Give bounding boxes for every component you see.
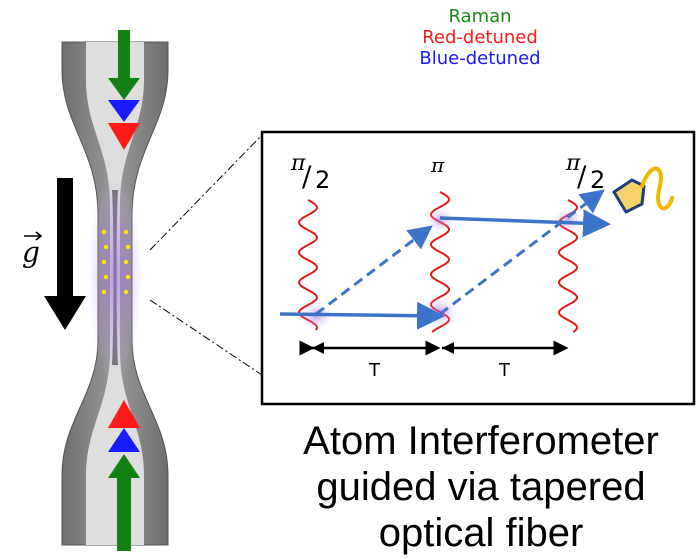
red-arrowhead-up <box>108 400 140 428</box>
pulse-label-last-numerator: π <box>565 151 581 176</box>
trajectory-upper-unkicked <box>439 209 611 238</box>
zoom-line-bottom <box>149 299 263 376</box>
raman-beam-top-shaft <box>118 30 130 80</box>
atom-dot <box>123 229 129 235</box>
evanescent-glow <box>87 172 143 382</box>
red-arrowhead-down <box>108 123 140 150</box>
pulse-label-first-numerator: π <box>290 151 306 176</box>
pulse-glow-middle-low <box>422 296 458 328</box>
laser-pulse-first <box>298 199 318 331</box>
interval-label-second: T <box>498 360 511 381</box>
atom-dot <box>103 244 109 250</box>
interval-arrows <box>299 340 569 356</box>
interferometer-inset-box <box>260 130 696 406</box>
atom-dot <box>101 229 107 235</box>
gravity-arrow-icon <box>44 178 86 330</box>
pulse-glow-middle-high <box>426 208 454 232</box>
legend-blue-detuned: Blue-detuned <box>419 48 541 69</box>
legend-raman: Raman <box>448 6 512 27</box>
atom-dot <box>123 259 129 265</box>
atom-dot <box>125 244 131 250</box>
gravity-symbol: g <box>22 236 40 269</box>
atom-trajectories <box>279 189 611 330</box>
pulse-label-middle: π <box>430 153 445 177</box>
vector-arrow-over-g <box>24 231 43 241</box>
tapered-fiber <box>61 41 169 546</box>
detector-icon <box>612 178 646 214</box>
atom-cloud <box>101 229 131 295</box>
caption-line-1: Atom Interferometer <box>303 419 659 463</box>
pulse-label-last-denominator: 2 <box>590 166 605 194</box>
trajectory-upper-kicked <box>315 225 433 316</box>
blue-arrowhead-down <box>108 100 140 122</box>
legend-red-detuned: Red-detuned <box>422 27 538 48</box>
raman-arrowhead-down <box>108 78 140 100</box>
pulse-label-last-slash: / <box>577 160 587 193</box>
trajectory-lower-unkicked <box>279 301 445 330</box>
beam-legend: Raman Red-detuned Blue-detuned <box>380 6 580 69</box>
trajectory-lower-kicked <box>439 189 605 316</box>
interval-label-first: T <box>368 360 381 381</box>
top-beams <box>108 30 140 150</box>
raman-beam-bottom-shaft <box>117 476 131 551</box>
atom-dot <box>101 289 107 295</box>
pulse-label-first-slash: / <box>302 160 312 193</box>
atom-dot <box>101 259 107 265</box>
interval-arrow-second-left-head <box>442 342 454 354</box>
bottom-beams <box>108 400 140 551</box>
atom-dot <box>125 274 131 280</box>
signal-wave-icon <box>640 166 674 211</box>
atom-dot <box>103 274 109 280</box>
interval-arrow-first-left-head <box>312 342 324 354</box>
caption-line-2: guided via tapered <box>316 465 646 509</box>
figure-caption: Atom Interferometer guided via tapered o… <box>262 418 700 556</box>
pulse-label-first-denominator: 2 <box>315 166 330 194</box>
zoom-line-top <box>149 134 263 251</box>
caption-line-3: optical fiber <box>378 511 584 555</box>
blue-arrowhead-up <box>108 428 140 452</box>
pulse-glow-last <box>554 208 582 232</box>
raman-arrowhead-up <box>108 454 140 478</box>
atom-dot <box>123 289 129 295</box>
